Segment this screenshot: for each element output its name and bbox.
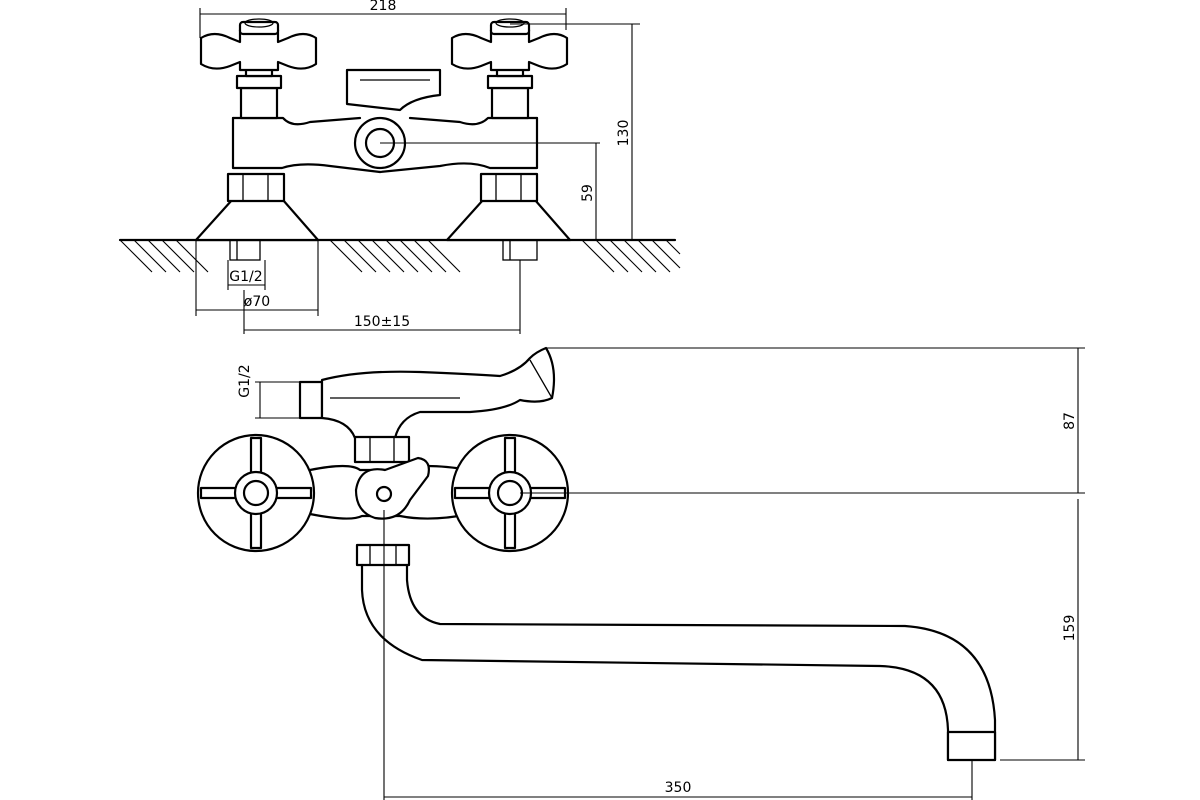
hatch-line <box>651 239 681 269</box>
dim-flange-diameter: ø70 <box>195 240 319 316</box>
hatch-line <box>623 239 657 273</box>
hatch-line <box>665 239 681 255</box>
dim-label-59: 59 <box>580 184 596 202</box>
hatch-line <box>427 239 461 273</box>
dim-label-159: 159 <box>1062 615 1078 642</box>
dim-handle-height: 87 <box>520 347 1085 494</box>
hatch-line <box>119 239 153 273</box>
hatch-line <box>637 239 671 273</box>
hatch-line <box>413 239 447 273</box>
hatch-line <box>371 239 405 273</box>
hatch-line <box>161 239 195 273</box>
dim-label-150: 150±15 <box>354 314 410 330</box>
right-cross-valve <box>450 433 570 553</box>
right-wall-flange <box>445 172 572 261</box>
hatch-line <box>175 239 209 273</box>
dim-width: 218 <box>199 0 567 38</box>
dim-label-350: 350 <box>665 780 692 796</box>
dim-height-total: 130 <box>510 23 640 240</box>
shower-outlet: G1/2 <box>237 364 324 420</box>
dim-label-d70: ø70 <box>244 294 270 310</box>
dim-spout-reach: 350 <box>383 510 973 800</box>
dim-spout-drop: 159 <box>1000 499 1085 761</box>
dim-height-outlet: 59 <box>380 142 600 240</box>
spout <box>360 563 997 762</box>
front-view: G1/2 <box>196 346 1085 800</box>
right-valve-handle <box>450 18 569 120</box>
dim-label-87: 87 <box>1062 412 1078 430</box>
diverter-lever <box>320 346 556 440</box>
dim-label-g12-top: G1/2 <box>229 269 262 285</box>
left-wall-flange <box>194 172 320 261</box>
hatch-line <box>329 239 363 273</box>
hatch-line <box>609 239 643 273</box>
top-view: 218 130 59 G1/2 ø70 <box>118 0 681 334</box>
hatch-line <box>399 239 433 273</box>
hatch-line <box>147 239 181 273</box>
hatch-line <box>357 239 391 273</box>
hatch-line <box>385 239 419 273</box>
hatch-line <box>595 239 629 273</box>
dim-thread-top: G1/2 <box>227 260 266 290</box>
mixer-body-front <box>253 435 514 567</box>
hatch-line <box>133 239 167 273</box>
left-valve-handle <box>199 18 318 120</box>
hatch-line <box>343 239 377 273</box>
dim-spacing: 150±15 <box>243 260 521 334</box>
diverter-switch <box>354 456 430 520</box>
dim-label-130: 130 <box>616 120 632 147</box>
dim-label-g12-front: G1/2 <box>237 364 253 397</box>
hatch-line <box>581 239 615 273</box>
left-cross-valve <box>196 433 316 553</box>
wall-hatching <box>118 238 681 273</box>
dim-label-218: 218 <box>370 0 397 14</box>
